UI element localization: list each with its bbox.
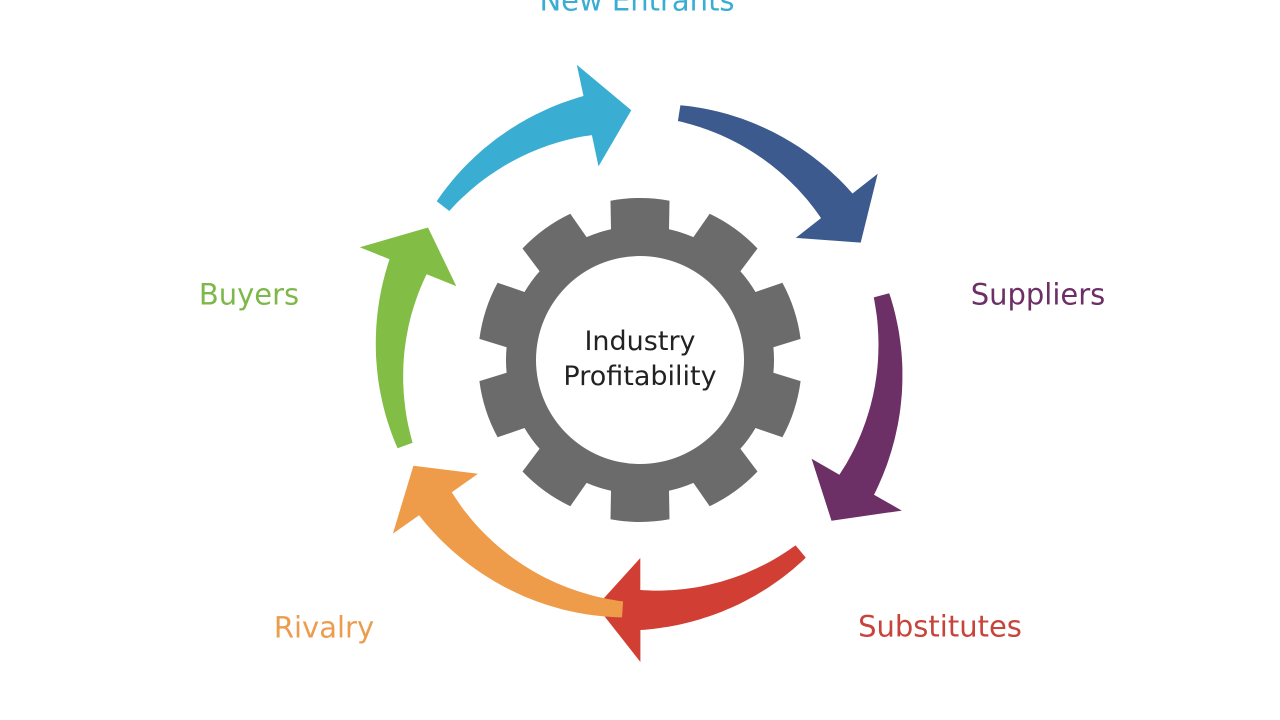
label-suppliers: Suppliers — [970, 277, 1106, 312]
arrow-orange — [392, 465, 624, 618]
arrow-navy — [677, 105, 878, 243]
gear-icon — [479, 197, 801, 523]
label-buyers: Buyers — [198, 277, 300, 312]
center-title-line-2: Profitability — [563, 361, 717, 392]
arrow-green — [359, 227, 457, 449]
label-rivalry: Rivalry — [273, 610, 375, 645]
arrow-teal — [436, 64, 632, 211]
center-title: Industry Profitability — [563, 324, 716, 394]
label-new-entrants: New Entrants — [539, 0, 735, 18]
arrow-purple — [811, 293, 903, 521]
center-title-line-1: Industry — [584, 326, 696, 357]
label-substitutes: Substitutes — [858, 609, 1022, 644]
arrow-red — [596, 545, 806, 662]
